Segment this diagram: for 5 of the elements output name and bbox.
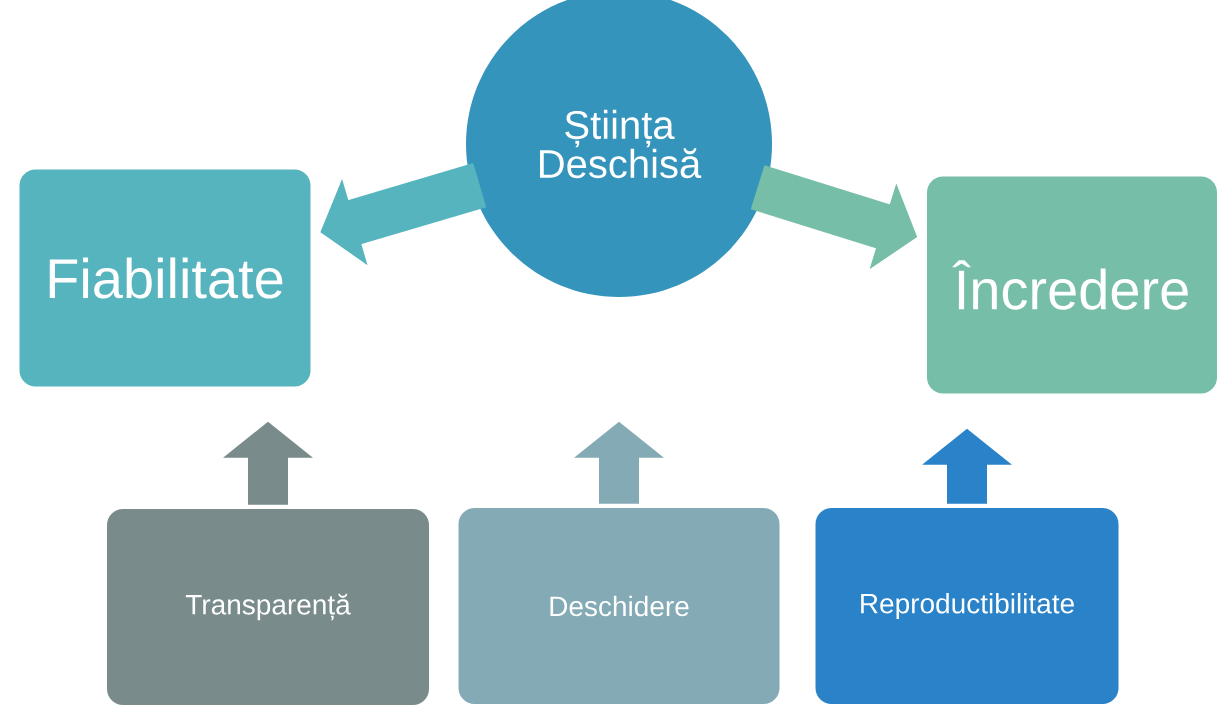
process-box: Încredere xyxy=(927,176,1217,394)
process-box: Deschidere xyxy=(458,508,780,704)
process-box: Transparență xyxy=(107,509,429,705)
process-box: Fiabilitate xyxy=(19,169,311,387)
process-box: Reproductibilitate xyxy=(815,508,1119,704)
